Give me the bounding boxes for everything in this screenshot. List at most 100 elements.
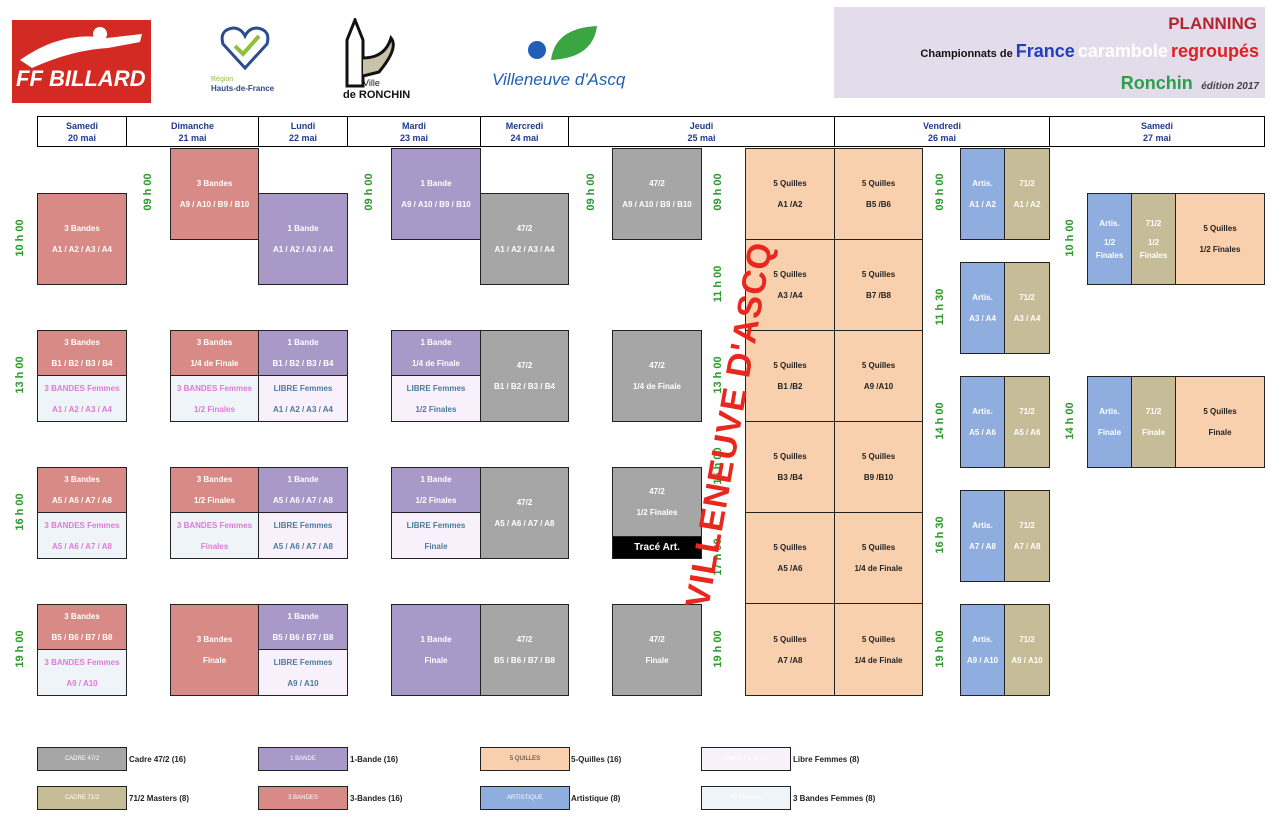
cell-title: 71/2 [1145, 218, 1162, 228]
cell-title: Artis. [1099, 407, 1120, 416]
time-label: 09 h 00 [934, 173, 946, 211]
villeneuve-text: Villeneuve d'Ascq [492, 70, 626, 89]
day-name: Mercredi [505, 121, 544, 131]
cell-groups: 1/2 Finales [194, 404, 235, 414]
cell-title: Artis. [1099, 218, 1120, 228]
cell-groups: Finale [424, 656, 448, 665]
heart-map-icon [220, 26, 270, 71]
cell-groups: A9 / A10 [66, 678, 98, 688]
cell-groups: B5 / B6 / B7 / B8 [51, 633, 113, 642]
cell-groups: A7 / A8 [1013, 542, 1041, 551]
cell-title: 71/2 [1019, 521, 1035, 530]
day-date: 25 mai [687, 133, 716, 143]
legend-swatch: ARTISTIQUE [480, 786, 570, 810]
time-label: 19 h 00 [712, 630, 724, 668]
title-panel: PLANNING Championnats de France carambol… [834, 7, 1265, 98]
cell-title: 5 Quilles [861, 452, 896, 461]
cell-groups: B9 /B10 [863, 473, 894, 482]
legend-text: 1-Bande (16) [350, 755, 399, 764]
cell-groups: A5 / A6 / A7 / A8 [51, 541, 113, 551]
time-label: 19 h 00 [14, 630, 26, 668]
legend-text: 3-Bandes (16) [350, 794, 403, 803]
cell-title: 3 Bandes [196, 179, 233, 188]
ronchin-logo: Ville de RONCHIN [335, 18, 435, 103]
cell-title: 1 Bande [420, 635, 452, 644]
cell-title: 47/2 [516, 224, 533, 233]
cell-groups: A1 / A2 / A3 / A4 [51, 245, 113, 254]
cell-groups: A1 / A2 [969, 200, 996, 209]
cell-groups: Finale [1208, 428, 1232, 437]
villeneuve-logo: Villeneuve d'Ascq [490, 22, 625, 97]
cell-groups: A1 / A2 [1013, 200, 1041, 209]
cell-title: 3 BANDES Femmes [44, 520, 120, 530]
leaf-icon [528, 26, 597, 60]
cell-title: LIBRE Femmes [273, 657, 333, 667]
legend-text: 71/2 Masters (8) [129, 794, 190, 803]
time-label: 11 h 00 [712, 265, 724, 303]
day-date: 23 mai [399, 133, 429, 143]
cell-title: 5 Quilles [773, 452, 807, 461]
cell-groups: 1/4 de Finale [190, 359, 239, 368]
cell-groups: A1 / A2 / A3 / A4 [494, 245, 555, 254]
cell-title: 5 Quilles [861, 634, 896, 644]
cell-title: 1 Bande [287, 224, 319, 233]
day-name: Vendredi [922, 121, 961, 131]
region-logo: Région Hauts-de-France [205, 22, 285, 100]
ronchin-line2: de RONCHIN [343, 89, 411, 101]
cell-title: 5 Quilles [861, 543, 896, 552]
cell-groups: 1/4 de Finale [854, 655, 903, 665]
cell-title: 1 Bande [420, 338, 452, 347]
schedule-cell: 3 BANDES Femmes A5 / A6 / A7 / A8 [37, 512, 127, 559]
cell-title: Artis. [972, 407, 993, 416]
legend-text: Libre Femmes (8) [793, 755, 860, 764]
ffbillard-text: FF BILLARD [16, 66, 146, 91]
schedule-cell: 5 Quilles B9 /B10 [834, 421, 923, 513]
cell-title: Artis. [972, 293, 993, 302]
time-label: 14 h 00 [934, 402, 946, 440]
schedule-cell: 5 Quilles 1/4 de Finale [834, 603, 923, 696]
ffbillard-logo: FF BILLARD [12, 20, 151, 103]
cell-title: 5 Quilles [773, 634, 807, 644]
day-date: 22 mai [288, 133, 318, 143]
cell-groups: 1/4 de Finale [411, 359, 461, 368]
cell-title: 3 BANDES Femmes [176, 520, 253, 530]
time-label: 16 h 30 [934, 516, 946, 554]
cell-groups: Finale [424, 541, 448, 551]
day-name: Samedi [65, 121, 98, 131]
cell-groups: A7 / A8 [969, 542, 996, 551]
cell-title: 5 Quilles [1203, 407, 1237, 416]
cell-groups: A9 / A10 [1011, 656, 1043, 665]
cell-groups: A5 /A6 [777, 564, 803, 573]
carambole-text: carambole [1077, 41, 1168, 61]
cell-groups: 1/2 Finales [415, 496, 457, 505]
time-label: 09 h 00 [142, 173, 154, 211]
cell-groups: 1/2 [1103, 237, 1116, 247]
cell-groups: B5 /B6 [866, 200, 891, 209]
